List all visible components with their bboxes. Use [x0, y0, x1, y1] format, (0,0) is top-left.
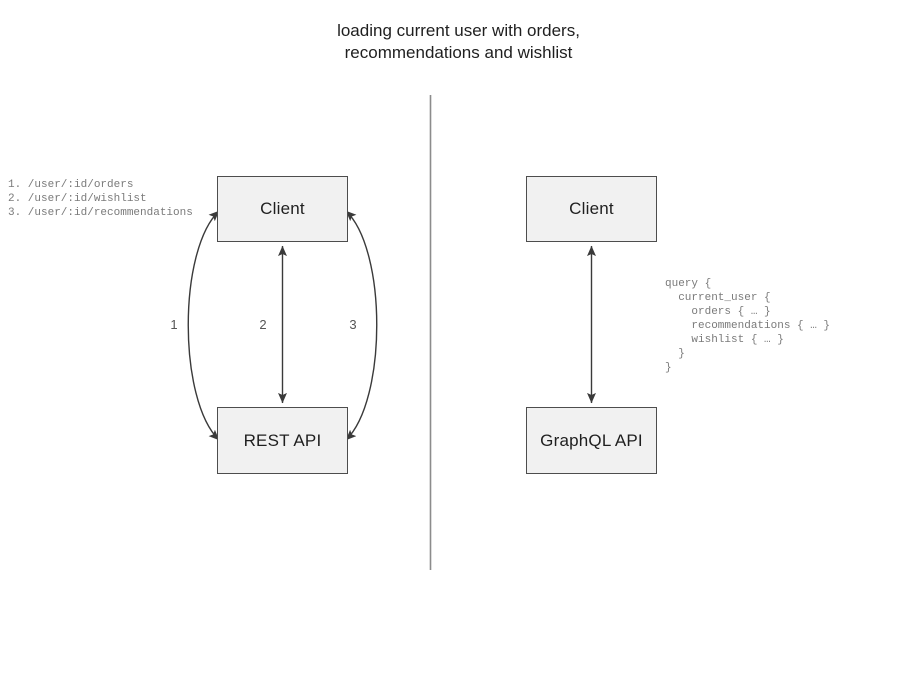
diagram-title: loading current user with orders, recomm…: [337, 21, 580, 62]
edge-rest-request-3: [345, 210, 378, 441]
rest-endpoint-list: 1. /user/:id/orders 2. /user/:id/wishlis…: [8, 179, 193, 219]
graphql-query-snippet: query { current_user { orders { … } reco…: [665, 278, 831, 374]
edge-rest-request-1: [187, 210, 220, 441]
node-graphql-api[interactable]: GraphQL API: [526, 407, 657, 474]
node-client-graphql[interactable]: Client: [526, 176, 657, 242]
node-rest-api[interactable]: REST API: [217, 407, 348, 474]
edge-label-2: 2: [259, 317, 267, 332]
edge-label-1: 1: [170, 317, 178, 332]
node-client-rest[interactable]: Client: [217, 176, 348, 242]
edge-label-3: 3: [349, 317, 357, 332]
